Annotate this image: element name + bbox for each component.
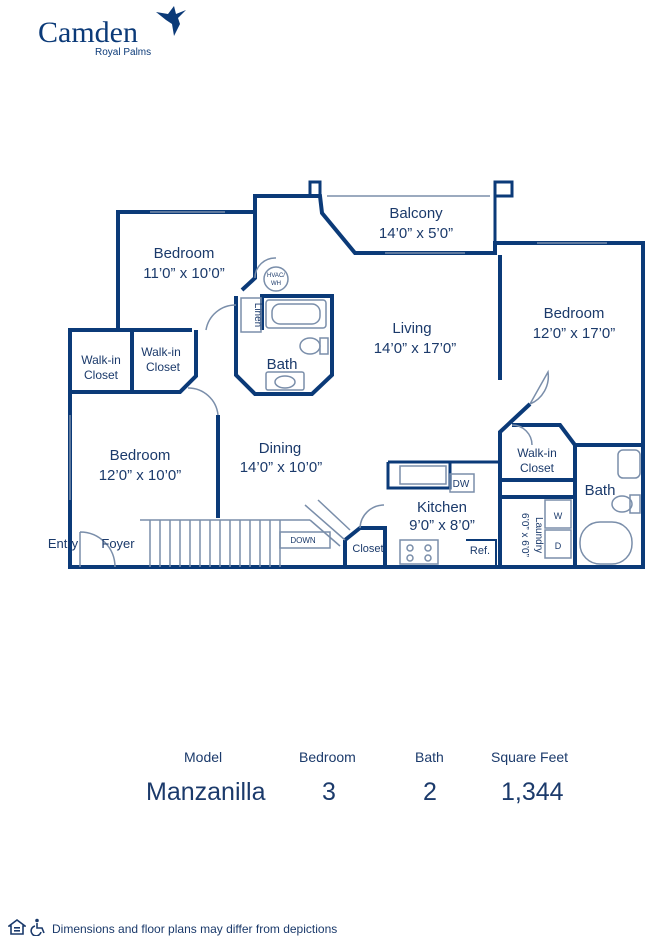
room-name-bedroom-right: Bedroom [544,305,605,322]
header-bedroom: Bedroom [299,749,356,765]
disclaimer-text: Dimensions and floor plans may differ fr… [52,922,338,936]
room-name-laundry: Laundry [533,517,544,553]
bath-label-right: Bath [585,482,616,499]
dishwasher-label: DW [453,479,470,490]
dryer-label: D [555,541,562,551]
room-name-balcony: Balcony [389,205,443,222]
room-name-dining: Dining [259,440,302,457]
room-dims-bedroom-top-left: 11’0” x 10’0” [143,265,224,282]
camden-logo: Camden Royal Palms [38,2,198,62]
foyer-label: Foyer [101,536,135,551]
room-name-kitchen: Kitchen [417,499,467,516]
community-name: Royal Palms [95,47,152,58]
wheelchair-icon [30,918,45,936]
equal-housing-icon [8,919,26,935]
refrigerator-label: Ref. [470,545,490,557]
walkin-closet-mid-line2: Closet [146,360,181,374]
hvac-label-bottom: WH [271,281,281,287]
header-model: Model [184,749,223,765]
entry-label: Entry [48,536,79,551]
value-bedroom: 3 [322,778,336,806]
room-name-living: Living [392,320,431,337]
walkin-closet-left-line2: Closet [84,368,119,382]
brand-name: Camden [38,16,138,49]
linen-label: Linen [252,303,263,327]
room-dims-dining: 14’0” x 10’0” [240,459,323,476]
room-dims-kitchen: 9’0” x 8’0” [409,517,475,534]
room-dims-laundry: 6’0” x 6’0” [519,513,530,557]
value-sqft: 1,344 [501,778,564,806]
hummingbird-icon [156,6,186,36]
plan-walls [68,180,645,569]
room-labels: Balcony 14’0” x 5’0” Bedroom 11’0” x 10’… [48,205,616,557]
hvac-label-top: HVAC/ [267,273,285,279]
room-dims-bedroom-right: 12’0” x 17’0” [533,325,616,342]
room-name-bedroom-top-left: Bedroom [154,245,215,262]
stairs-down-label: DOWN [290,536,316,545]
walkin-closet-right-line1: Walk-in [517,446,557,460]
room-name-bedroom-bottom-left: Bedroom [110,447,171,464]
walkin-closet-left-line1: Walk-in [81,353,121,367]
closet-label: Closet [352,543,383,555]
washer-label: W [554,511,563,521]
walkin-closet-mid-line1: Walk-in [141,345,181,359]
room-dims-living: 14’0” x 17’0” [374,340,457,357]
room-dims-balcony: 14’0” x 5’0” [379,225,453,242]
bath-label-left: Bath [267,356,298,373]
room-dims-bedroom-bottom-left: 12’0” x 10’0” [99,467,182,484]
walkin-closet-right-line2: Closet [520,461,555,475]
footer: Dimensions and floor plans may differ fr… [8,918,648,938]
floor-plan: Balcony 14’0” x 5’0” Bedroom 11’0” x 10’… [48,180,645,569]
plan-details [69,195,641,568]
value-bath: 2 [423,778,437,806]
value-model: Manzanilla [146,778,266,806]
header-bath: Bath [415,749,444,765]
header-sqft: Square Feet [491,749,569,765]
